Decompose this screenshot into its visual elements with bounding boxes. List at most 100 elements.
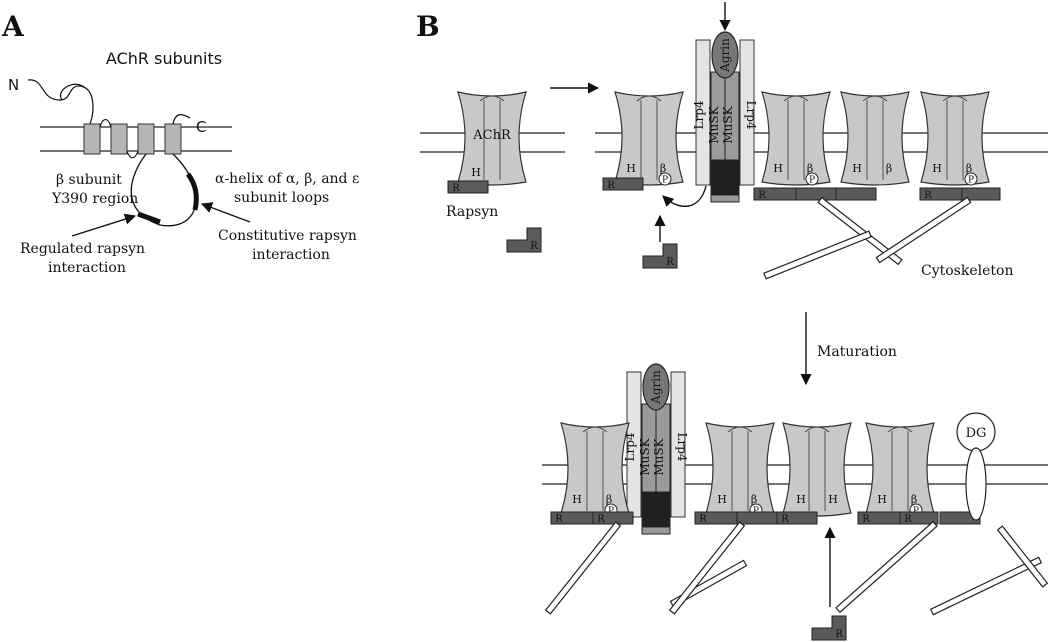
agrin-oval xyxy=(711,31,739,79)
cytoskeleton-rod-u2 xyxy=(763,230,872,280)
achr-body xyxy=(761,91,831,186)
n-terminal-chain xyxy=(27,79,94,125)
beta-y390-segment xyxy=(137,211,161,225)
alpha-helix-label: α-helix of α, β, and ε xyxy=(215,171,359,187)
lrp4-left-label: Lrp4 xyxy=(623,432,637,461)
achr-rim xyxy=(783,95,809,102)
tm-segment-m4 xyxy=(164,123,182,155)
achr-rim xyxy=(727,426,753,433)
panel-b-letter: B xyxy=(416,10,440,43)
rapsyn-block xyxy=(835,187,877,201)
rapsyn-block xyxy=(736,511,778,525)
rapsyn-lower-1a: R xyxy=(550,511,594,525)
agrin-label: Agrin xyxy=(718,38,732,73)
rapsyn-r-label: R xyxy=(904,514,912,525)
h-subunit-label: H xyxy=(626,162,636,175)
musk-right-label: MuSK xyxy=(721,105,735,143)
phospho-circle xyxy=(964,172,978,186)
musk-phosphorylation-arrow xyxy=(662,185,707,208)
n-terminal-coil xyxy=(59,83,86,101)
beta-subunit-label: β xyxy=(886,162,892,175)
rapsyn-bound-left: R xyxy=(447,180,489,194)
lrp4-right-label: Lrp4 xyxy=(675,432,689,461)
musk-kinase-left xyxy=(710,159,726,196)
musk-left-label: MuSK xyxy=(707,105,721,143)
beta-subunit-label: β subunit xyxy=(56,172,122,188)
rapsyn-block xyxy=(776,511,818,525)
phospho-circle xyxy=(805,172,819,186)
achr-rim xyxy=(804,426,830,433)
rapsyn-r-label: R xyxy=(862,514,870,525)
rapsyn-block xyxy=(961,187,1001,201)
h-subunit-label: H xyxy=(717,493,727,506)
agrin-oval xyxy=(642,363,670,411)
achr-rim xyxy=(636,95,662,102)
rapsyn-block xyxy=(592,511,634,525)
panel-a: A AChR subunits N C β subunit Y390 regio… xyxy=(1,10,359,276)
rapsyn-block xyxy=(602,177,644,191)
lrp4-right xyxy=(739,39,755,186)
rapsyn-lower-1b: R xyxy=(592,511,634,525)
rapsyn-r-label: R xyxy=(666,257,674,268)
achr-body xyxy=(865,422,935,517)
cytoskeleton-rod-l5 xyxy=(929,556,1043,616)
beta-subunit-label: β xyxy=(911,493,917,506)
cytoskeleton-label: Cytoskeleton xyxy=(921,263,1013,279)
alpha-helix-segment xyxy=(185,172,199,211)
cytoskeleton-rod-u3 xyxy=(875,196,972,264)
cytoskeleton-rod-l1 xyxy=(544,521,622,615)
achr-body xyxy=(560,422,630,517)
rapsyn-free-upper: R xyxy=(642,243,678,269)
beta-subunit-label: β xyxy=(606,493,612,506)
achr-body xyxy=(782,422,852,517)
achr-rim xyxy=(942,95,968,102)
rapsyn-lower-4b: R xyxy=(899,511,939,525)
rapsyn-shape xyxy=(811,615,847,641)
panel-a-letter: A xyxy=(1,10,25,43)
rapsyn-r-label: R xyxy=(924,190,932,201)
tm-connector-2 xyxy=(126,150,139,159)
beta-subunit-label: β xyxy=(966,162,972,175)
tm-segment-m2 xyxy=(110,123,128,155)
achr-rim xyxy=(582,426,608,433)
achr-body xyxy=(457,91,527,186)
rapsyn-lower-3: R xyxy=(776,511,818,525)
phospho-circle xyxy=(658,172,672,186)
musk-right-label: MuSK xyxy=(652,437,666,475)
phospho-label: P xyxy=(662,176,668,186)
lrp4-right xyxy=(670,371,686,518)
achr-lower-4: HβP xyxy=(865,422,935,517)
musk-left-label: MuSK xyxy=(638,437,652,475)
cytoskeleton-rod-l6 xyxy=(996,525,1049,588)
h-subunit-label: H xyxy=(773,162,783,175)
achr-lower-1: HβP xyxy=(560,422,630,517)
regulated-label-1: Regulated rapsyn xyxy=(20,241,145,257)
achr-body xyxy=(920,91,990,186)
c-terminal-chain xyxy=(172,114,191,125)
rapsyn-lower-2b xyxy=(736,511,778,525)
dg-label: DG xyxy=(966,426,987,441)
rapsyn-r-label: R xyxy=(758,190,766,201)
tm-connector-1 xyxy=(99,118,112,128)
achr-lower-2: HβP xyxy=(705,422,775,517)
constitutive-label-2: interaction xyxy=(252,247,330,263)
beta-subunit-label: β xyxy=(807,162,813,175)
rapsyn-upper-4b xyxy=(961,187,1001,201)
achr-rim xyxy=(862,95,888,102)
beta-subunit-label: β xyxy=(660,162,666,175)
y390-region-label: Y390 region xyxy=(51,191,138,207)
tm-segment-m3 xyxy=(137,123,155,155)
rapsyn-block xyxy=(795,187,837,201)
h-subunit-label: H xyxy=(852,162,862,175)
achr-body xyxy=(840,91,910,186)
rapsyn-lower-4a: R xyxy=(857,511,901,525)
rapsyn-r-label: R xyxy=(781,514,789,525)
rapsyn-free-lower: R xyxy=(811,615,847,641)
rapsyn-upper-2a: R xyxy=(753,187,797,201)
rapsyn-label: Rapsyn xyxy=(446,204,498,220)
rapsyn-block xyxy=(447,180,489,194)
